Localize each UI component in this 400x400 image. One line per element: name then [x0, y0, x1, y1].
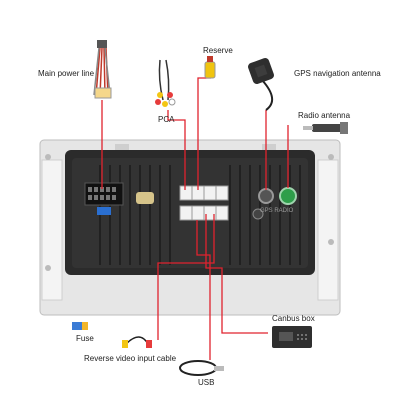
- radio-antenna-icon: [303, 122, 348, 134]
- main-power-port: [84, 182, 124, 206]
- fuse-label: Fuse: [76, 334, 94, 343]
- radio-port: [279, 187, 297, 205]
- radio-antenna-label: Radio antenna: [298, 111, 351, 120]
- reverse-video-label: Reverse video input cable: [84, 354, 177, 363]
- pca-label: PCA: [158, 115, 175, 124]
- reverse-video-cable-icon: [122, 336, 152, 348]
- gps-antenna-icon: [248, 58, 274, 111]
- gps-radio-print: GPS RADIO: [260, 208, 294, 214]
- usb-label: USB: [198, 378, 215, 387]
- fuse-icon: [72, 322, 88, 330]
- canbus-box-icon: [272, 326, 312, 348]
- usb-cable-icon: [179, 360, 224, 376]
- main-power-line-label: Main power line: [38, 69, 95, 78]
- white-connector-block: [179, 185, 229, 221]
- reserve-label: Reserve: [203, 46, 233, 55]
- gps-antenna-label: GPS navigation antenna: [294, 69, 381, 78]
- wire-harness-icon: [93, 40, 112, 99]
- reserve-plug-icon: [204, 56, 216, 79]
- canbus-box-label: Canbus box: [272, 314, 315, 323]
- gear-mark-icon: [252, 208, 264, 220]
- gps-port: [258, 188, 274, 204]
- callout-lines: [101, 77, 289, 360]
- sticker: [136, 192, 154, 204]
- blue-port: [97, 207, 111, 215]
- rca-cable-icon: [155, 59, 176, 107]
